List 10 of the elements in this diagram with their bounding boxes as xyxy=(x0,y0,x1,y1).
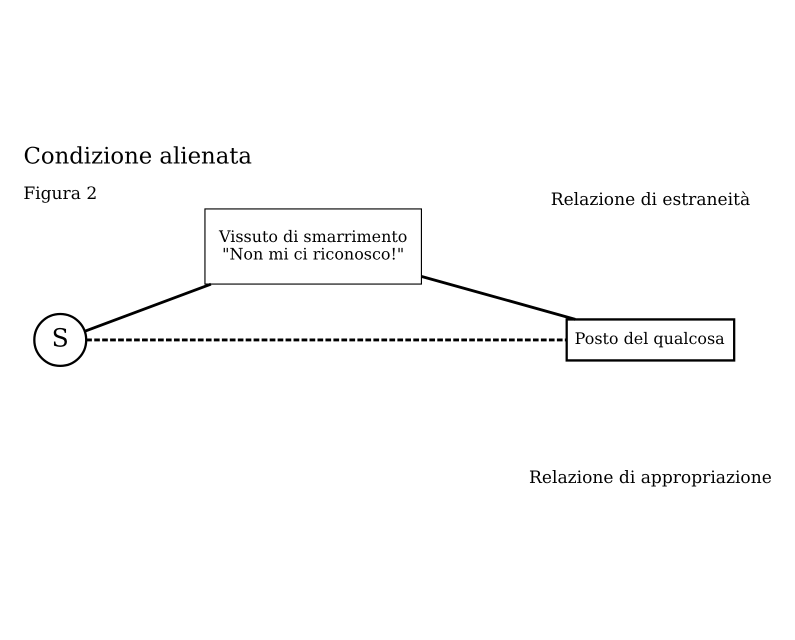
node-box: Posto del qualcosa xyxy=(566,318,736,362)
label: Relazione di estraneità xyxy=(550,190,750,210)
connector xyxy=(421,275,576,321)
connector xyxy=(86,338,566,342)
node-box: Vissuto di smarrimento "Non mi ci riconosco!" xyxy=(204,208,422,285)
connector xyxy=(84,282,212,332)
label: Figura 2 xyxy=(23,184,98,204)
diagram-title: Condizione alienata xyxy=(23,143,252,170)
label: Relazione di appropriazione xyxy=(529,468,772,488)
node-circle: S xyxy=(33,312,88,367)
